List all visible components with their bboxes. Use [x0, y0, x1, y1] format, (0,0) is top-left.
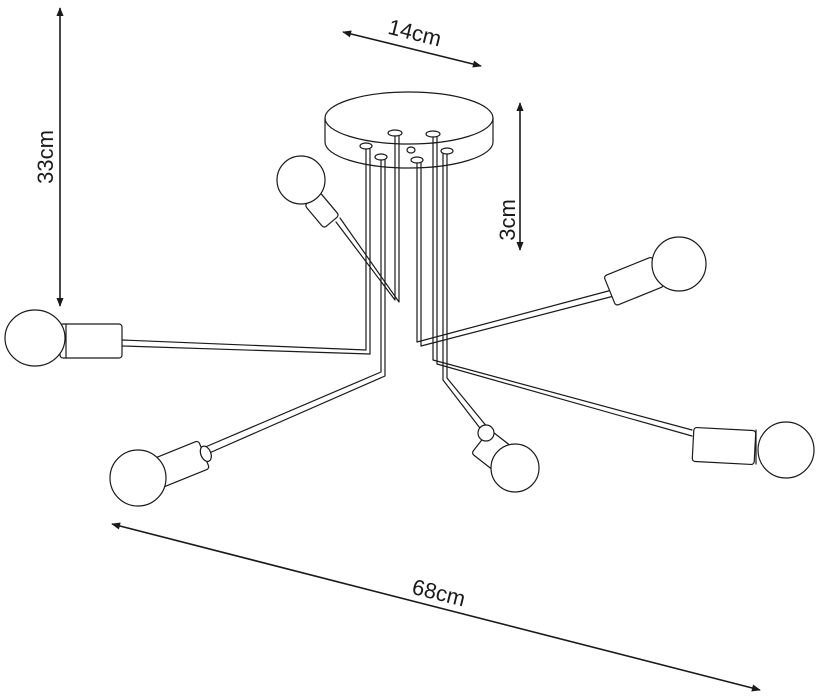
bulb-top-right [604, 236, 707, 306]
bulb-bottom-left [109, 440, 212, 507]
bulb-far-left [4, 309, 123, 367]
lamp-arms [121, 135, 693, 455]
bulb-bottom-center [472, 424, 540, 493]
dimension-overall-width-label: 68cm [410, 574, 468, 611]
dimension-canopy-diameter: 14cm [342, 14, 482, 68]
dimension-overall-width: 68cm [111, 522, 761, 692]
ceiling-canopy [324, 91, 494, 169]
dimension-height-total-label: 33cm [33, 130, 58, 184]
dimension-canopy-height: 3cm [495, 102, 524, 251]
dimension-canopy-height-label: 3cm [495, 199, 520, 241]
bulb-right [691, 421, 815, 479]
bulb-top-left [276, 155, 339, 228]
dimension-height-total: 33cm [33, 7, 64, 307]
dimension-canopy-diameter-label: 14cm [386, 14, 444, 51]
